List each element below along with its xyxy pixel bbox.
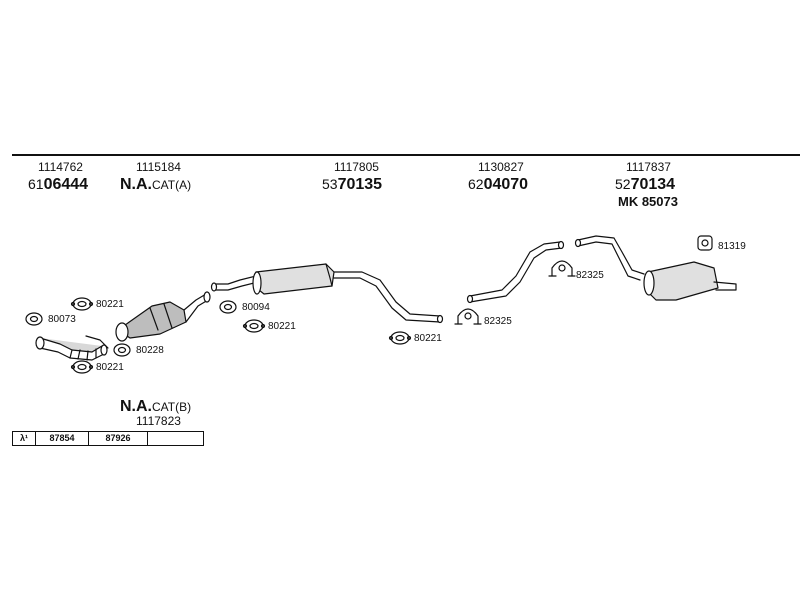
part-number-3: 1117805 (334, 160, 379, 174)
ref-code-5-main: 70134 (630, 176, 676, 193)
catalytic-converter (115, 291, 211, 342)
ref-code-1-main: 06444 (43, 176, 89, 193)
label-80221-c: 80221 (268, 321, 296, 332)
ref-code-1-prefix: 61 (28, 176, 44, 192)
label-82325-a: 82325 (576, 270, 604, 281)
rear-intermediate-pipe (466, 240, 565, 304)
ref-code-4-main: 04070 (483, 176, 529, 193)
part-number-5: 1117837 (626, 160, 671, 174)
ref-code-3: 5370135 (322, 176, 382, 194)
mounting-kit-label: MK 85073 (618, 194, 678, 209)
gasket-80221-a (70, 297, 94, 311)
gasket-80228 (113, 343, 131, 357)
intermediate-pipe (333, 271, 444, 324)
lambda-symbol: λ¹ (13, 432, 36, 445)
lambda-cell-3 (148, 432, 203, 445)
ref-code-1: 6106444 (28, 176, 88, 194)
front-pipe (210, 275, 259, 292)
label-80221-b: 80221 (96, 362, 124, 373)
cat-b-part-number: 1117823 (136, 414, 181, 428)
gasket-80073 (25, 312, 43, 326)
label-80073: 80073 (48, 314, 76, 325)
label-81319: 81319 (718, 241, 746, 252)
centre-silencer (252, 263, 335, 295)
label-82325-b: 82325 (484, 316, 512, 327)
cat-b-label: N.A.CAT(B) (120, 398, 191, 416)
rubber-hanger-81319 (697, 235, 713, 251)
lambda-cell-1: 87854 (36, 432, 89, 445)
ref-code-3-prefix: 53 (322, 176, 338, 192)
gasket-80094 (219, 300, 237, 314)
rear-silencer (574, 235, 737, 301)
cat-b-text: CAT(B) (152, 400, 192, 414)
lambda-cell-2: 87926 (89, 432, 148, 445)
part-number-2: 1115184 (136, 160, 181, 174)
label-80094: 80094 (242, 302, 270, 313)
cat-a-na: N.A. (120, 176, 152, 193)
ref-code-4-prefix: 62 (468, 176, 484, 192)
header-rule (12, 154, 800, 156)
label-80228: 80228 (136, 345, 164, 356)
ref-code-3-main: 70135 (337, 176, 383, 193)
cat-a-label: N.A.CAT(A) (120, 176, 191, 194)
part-number-1: 1114762 (38, 160, 83, 174)
lambda-sensor-table: λ¹ 87854 87926 (12, 431, 204, 446)
front-downpipe (35, 335, 109, 361)
gasket-80221-b (70, 360, 94, 374)
part-number-4: 1130827 (478, 160, 524, 174)
clamp-82325-b (454, 308, 482, 325)
label-80221-a: 80221 (96, 299, 124, 310)
cat-a-text: CAT(A) (152, 178, 192, 192)
label-80221-d: 80221 (414, 333, 442, 344)
ref-code-4: 6204070 (468, 176, 528, 194)
gasket-80221-c (242, 319, 266, 333)
gasket-80221-d (388, 331, 412, 345)
clamp-82325-a (548, 260, 576, 277)
cat-b-na: N.A. (120, 398, 152, 415)
ref-code-5-prefix: 52 (615, 176, 631, 192)
ref-code-5: 5270134 (615, 176, 675, 194)
